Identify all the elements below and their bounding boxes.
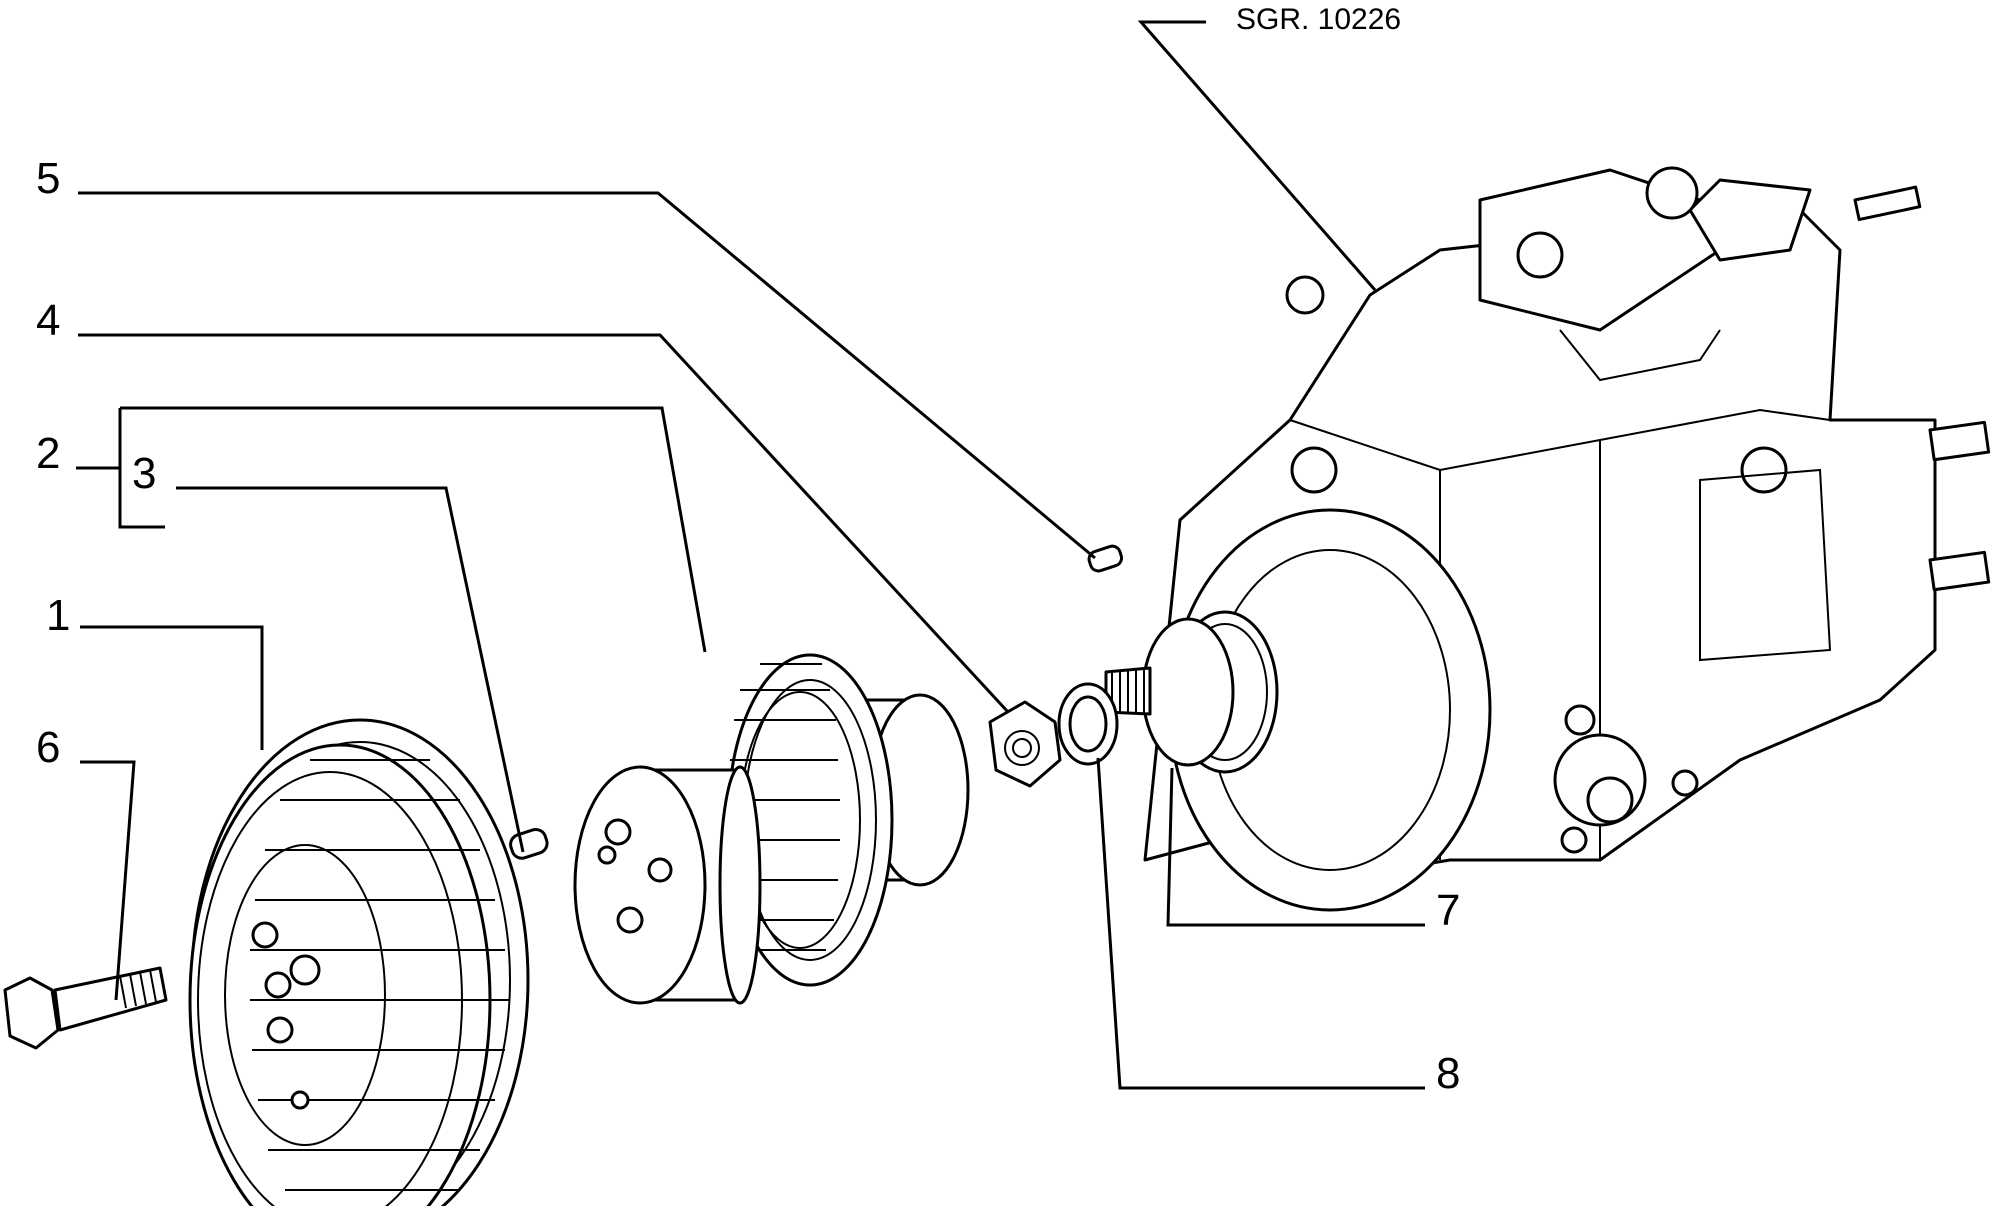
dowel-pin <box>509 827 549 860</box>
callout-6: 6 <box>36 723 60 772</box>
callout-4: 4 <box>36 296 60 345</box>
leader-5 <box>78 191 1096 560</box>
callout-1: 1 <box>46 591 70 640</box>
leader-drawing-ref <box>1137 20 1377 291</box>
spring-washer <box>1057 682 1119 766</box>
leader-2 <box>120 406 707 653</box>
hex-nut <box>988 700 1062 788</box>
leader-6 <box>80 760 136 1001</box>
callout-2: 2 <box>36 429 60 478</box>
leader-2-bracket <box>118 408 165 529</box>
pump-drive-gear <box>1104 610 1279 774</box>
drawing-reference-label: SGR. 10226 <box>1236 3 1401 36</box>
callout-5: 5 <box>36 154 60 203</box>
callout-3: 3 <box>132 449 156 498</box>
leader-4 <box>78 333 1010 714</box>
callout-8: 8 <box>1436 1049 1460 1098</box>
hex-bolt <box>3 966 168 1050</box>
leader-3 <box>176 486 525 853</box>
main-gear <box>188 718 530 1206</box>
leader-7 <box>1166 767 1425 927</box>
injection-pump-body <box>1143 166 1991 912</box>
woodruff-key <box>1087 544 1124 573</box>
callout-7: 7 <box>1436 886 1460 935</box>
leader-8 <box>1096 757 1425 1090</box>
intermediate-gear-assembly <box>573 653 970 1005</box>
leader-1 <box>80 625 264 750</box>
